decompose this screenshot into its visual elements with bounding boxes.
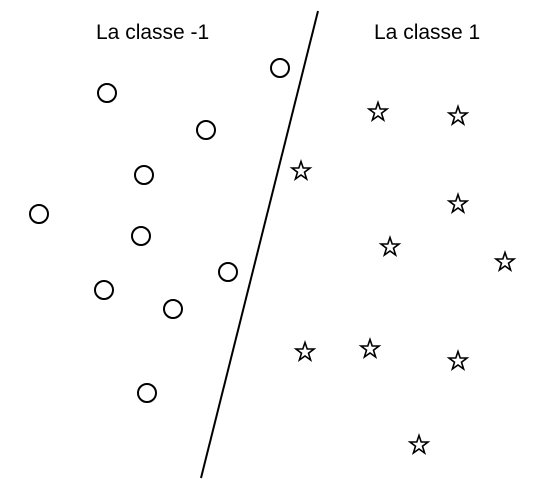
class-negative-label: La classe -1 (96, 21, 210, 44)
class-positive-label: La classe 1 (374, 21, 481, 44)
star-icon (380, 236, 400, 256)
circle-icon (131, 226, 151, 246)
class-positive-points (291, 101, 515, 454)
circle-icon (94, 280, 114, 300)
star-icon (295, 341, 315, 361)
star-icon (448, 105, 468, 125)
star-icon (448, 193, 468, 213)
circle-icon (270, 58, 290, 78)
star-icon (495, 251, 515, 271)
circle-icon (29, 204, 49, 224)
circle-icon (196, 120, 216, 140)
star-icon (409, 434, 429, 454)
circle-icon (134, 165, 154, 185)
circle-icon (137, 383, 157, 403)
star-icon (448, 350, 468, 370)
star-icon (368, 101, 388, 121)
circle-icon (163, 299, 183, 319)
star-icon (291, 160, 311, 180)
separating-line (200, 10, 319, 479)
circle-icon (97, 83, 117, 103)
circle-icon (218, 262, 238, 282)
class-negative-points (29, 58, 290, 403)
star-icon (360, 338, 380, 358)
